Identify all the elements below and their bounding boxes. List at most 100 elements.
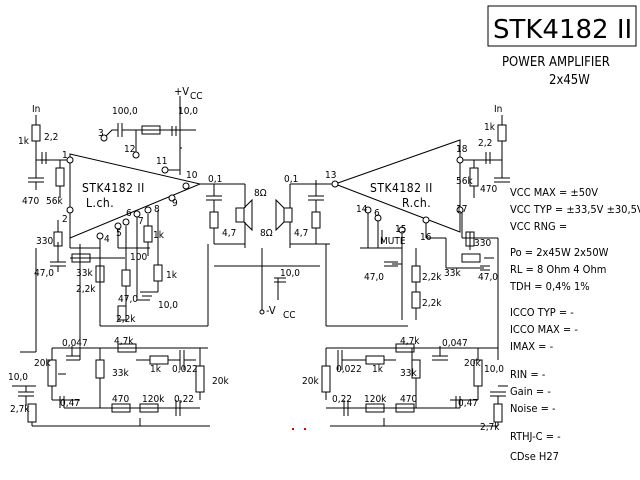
label-tone-r-p20k-b: 20k [464, 358, 481, 369]
label-r-in-l: 1k [18, 136, 30, 147]
label-c47-r: 47,0 [478, 272, 498, 283]
spec-rthj: RTHJ-C = - [510, 430, 561, 443]
label-tone-l-r120k: 120k [142, 394, 165, 405]
pin-8 [144, 206, 152, 214]
title-text: STK4182 II [493, 15, 632, 45]
label-r22k-l: 2,2k [76, 284, 96, 295]
spec-icco-typ: ICCO TYP = - [510, 306, 574, 319]
pins [66, 134, 464, 240]
label-r22k-r: 2,2k [422, 272, 442, 283]
supply-labels: +V CC -V CC MUTE In In [32, 85, 502, 321]
wiring-right [275, 115, 510, 360]
spec-rin: RIN = - [510, 368, 546, 381]
label-tone-l-r27k: 2,7k [10, 404, 30, 415]
pin-12 [132, 151, 140, 159]
title-block: STK4182 II POWER AMPLIFIER 2x45W [487, 5, 637, 88]
pin-3 [100, 134, 108, 142]
pin-label-3: 3 [98, 128, 104, 139]
pin-label-1: 1 [62, 150, 68, 161]
pin-6r [374, 214, 382, 222]
spec-vcc-typ: VCC TYP = ±33,5V ±30,5V [510, 203, 640, 216]
label-r47-l: 4,7 [222, 228, 236, 239]
label-tone-r-r1k: 1k [372, 364, 384, 375]
pin-label-14: 14 [356, 204, 368, 215]
pin-18 [456, 156, 464, 164]
label-spk-l: 8Ω [254, 188, 267, 199]
pin-label-18: 18 [456, 144, 468, 155]
pin-label-7: 7 [138, 216, 144, 227]
component-labels: 2,2 1k 470 56k 100,0 10,0 0,1 4,7 8Ω 8Ω … [18, 106, 498, 325]
tone-labels: 0,047 4,7k 33k 1k 0,022 20k 20k 10,0 2,7… [8, 336, 504, 433]
label-c01-r: 0,1 [284, 174, 298, 185]
label-c470-l: 470 [22, 196, 39, 207]
label-tone-l-c0047: 0,047 [62, 338, 88, 349]
pin-numbers: 1 2 3 4 5 6 7 8 9 10 11 12 13 14 15 16 1… [62, 128, 468, 245]
spec-gain: Gain = - [510, 385, 551, 398]
label-tone-r-c0022: 0,022 [336, 364, 362, 375]
label-tone-r-r33k: 33k [400, 368, 417, 379]
supply-neg-sub: CC [283, 310, 296, 321]
label-tone-r-c047: 0,47 [458, 398, 478, 409]
label-c-in-l: 2,2 [44, 132, 58, 143]
pin-label-4: 4 [104, 234, 110, 245]
mute-label: MUTE [380, 236, 406, 247]
pin-16 [422, 216, 430, 224]
label-tone-l-r470: 470 [112, 394, 129, 405]
label-tone-l-c0022: 0,022 [172, 364, 198, 375]
pin-7 [133, 210, 141, 218]
label-r-in-r: 1k [484, 122, 496, 133]
label-c10-top-l: 10,0 [178, 106, 198, 117]
label-tone-r-r470: 470 [400, 394, 417, 405]
pin-9 [168, 194, 176, 202]
supply-pos-sub: CC [190, 91, 203, 102]
chip-right: STK4182 II R.ch. [333, 139, 461, 233]
wiring-left [20, 96, 320, 360]
label-tone-l-r1k: 1k [150, 364, 162, 375]
pin-label-10: 10 [186, 170, 198, 181]
label-tone-r-r120k: 120k [364, 394, 387, 405]
spec-imax: IMAX = - [510, 340, 554, 353]
label-tone-r-r47k: 4,7k [400, 336, 420, 347]
pin-label-5: 5 [116, 228, 122, 239]
label-c47-l: 47,0 [34, 268, 54, 279]
label-r33k-l: 33k [76, 268, 93, 279]
label-tone-r-c10: 10,0 [484, 364, 504, 375]
specs-panel: VCC MAX = ±50V VCC TYP = ±33,5V ±30,5V V… [509, 186, 640, 463]
label-r47-r: 4,7 [294, 228, 308, 239]
tone-right [321, 343, 508, 427]
pin-10 [182, 182, 190, 190]
label-spk-r: 8Ω [260, 228, 273, 239]
input-left-label: In [32, 104, 40, 115]
pin-label-8: 8 [154, 204, 160, 215]
label-tone-r-c022: 0,22 [332, 394, 352, 405]
label-tone-l-c10: 10,0 [8, 372, 28, 383]
chip-left-channel: L.ch. [86, 196, 114, 210]
label-c100-l: 100,0 [112, 106, 138, 117]
title-frame [487, 5, 637, 47]
pin-label-17: 17 [456, 204, 467, 215]
pin-label-6r: 6 [374, 208, 380, 219]
label-r56k-r: 56k [456, 176, 473, 187]
pin-5 [114, 222, 122, 230]
supply-neg-label: -V [266, 304, 276, 317]
tone-left [12, 343, 211, 427]
spec-po: Po = 2x45W 2x50W [510, 246, 609, 259]
spec-vcc-max: VCC MAX = ±50V [510, 186, 598, 199]
pin-label-2: 2 [62, 214, 68, 225]
input-right-label: In [494, 104, 502, 115]
chip-left: STK4182 II L.ch. [69, 153, 202, 239]
label-tone-r-r27k: 2,7k [480, 422, 500, 433]
spec-footer: CDse H27 [510, 450, 559, 463]
label-r330-r: 330 [474, 238, 491, 249]
pin-2 [66, 206, 74, 214]
label-r22kb-r: 2,2k [422, 298, 442, 309]
label-tone-l-r33k: 33k [112, 368, 129, 379]
pin-label-16: 16 [420, 232, 432, 243]
pin-6 [122, 218, 130, 226]
label-r56k-l: 56k [46, 196, 63, 207]
label-c47b-r: 47,0 [364, 272, 384, 283]
chip-left-body [69, 153, 202, 239]
label-tone-r-c0047: 0,047 [442, 338, 468, 349]
chip-right-channel: R.ch. [402, 196, 431, 210]
